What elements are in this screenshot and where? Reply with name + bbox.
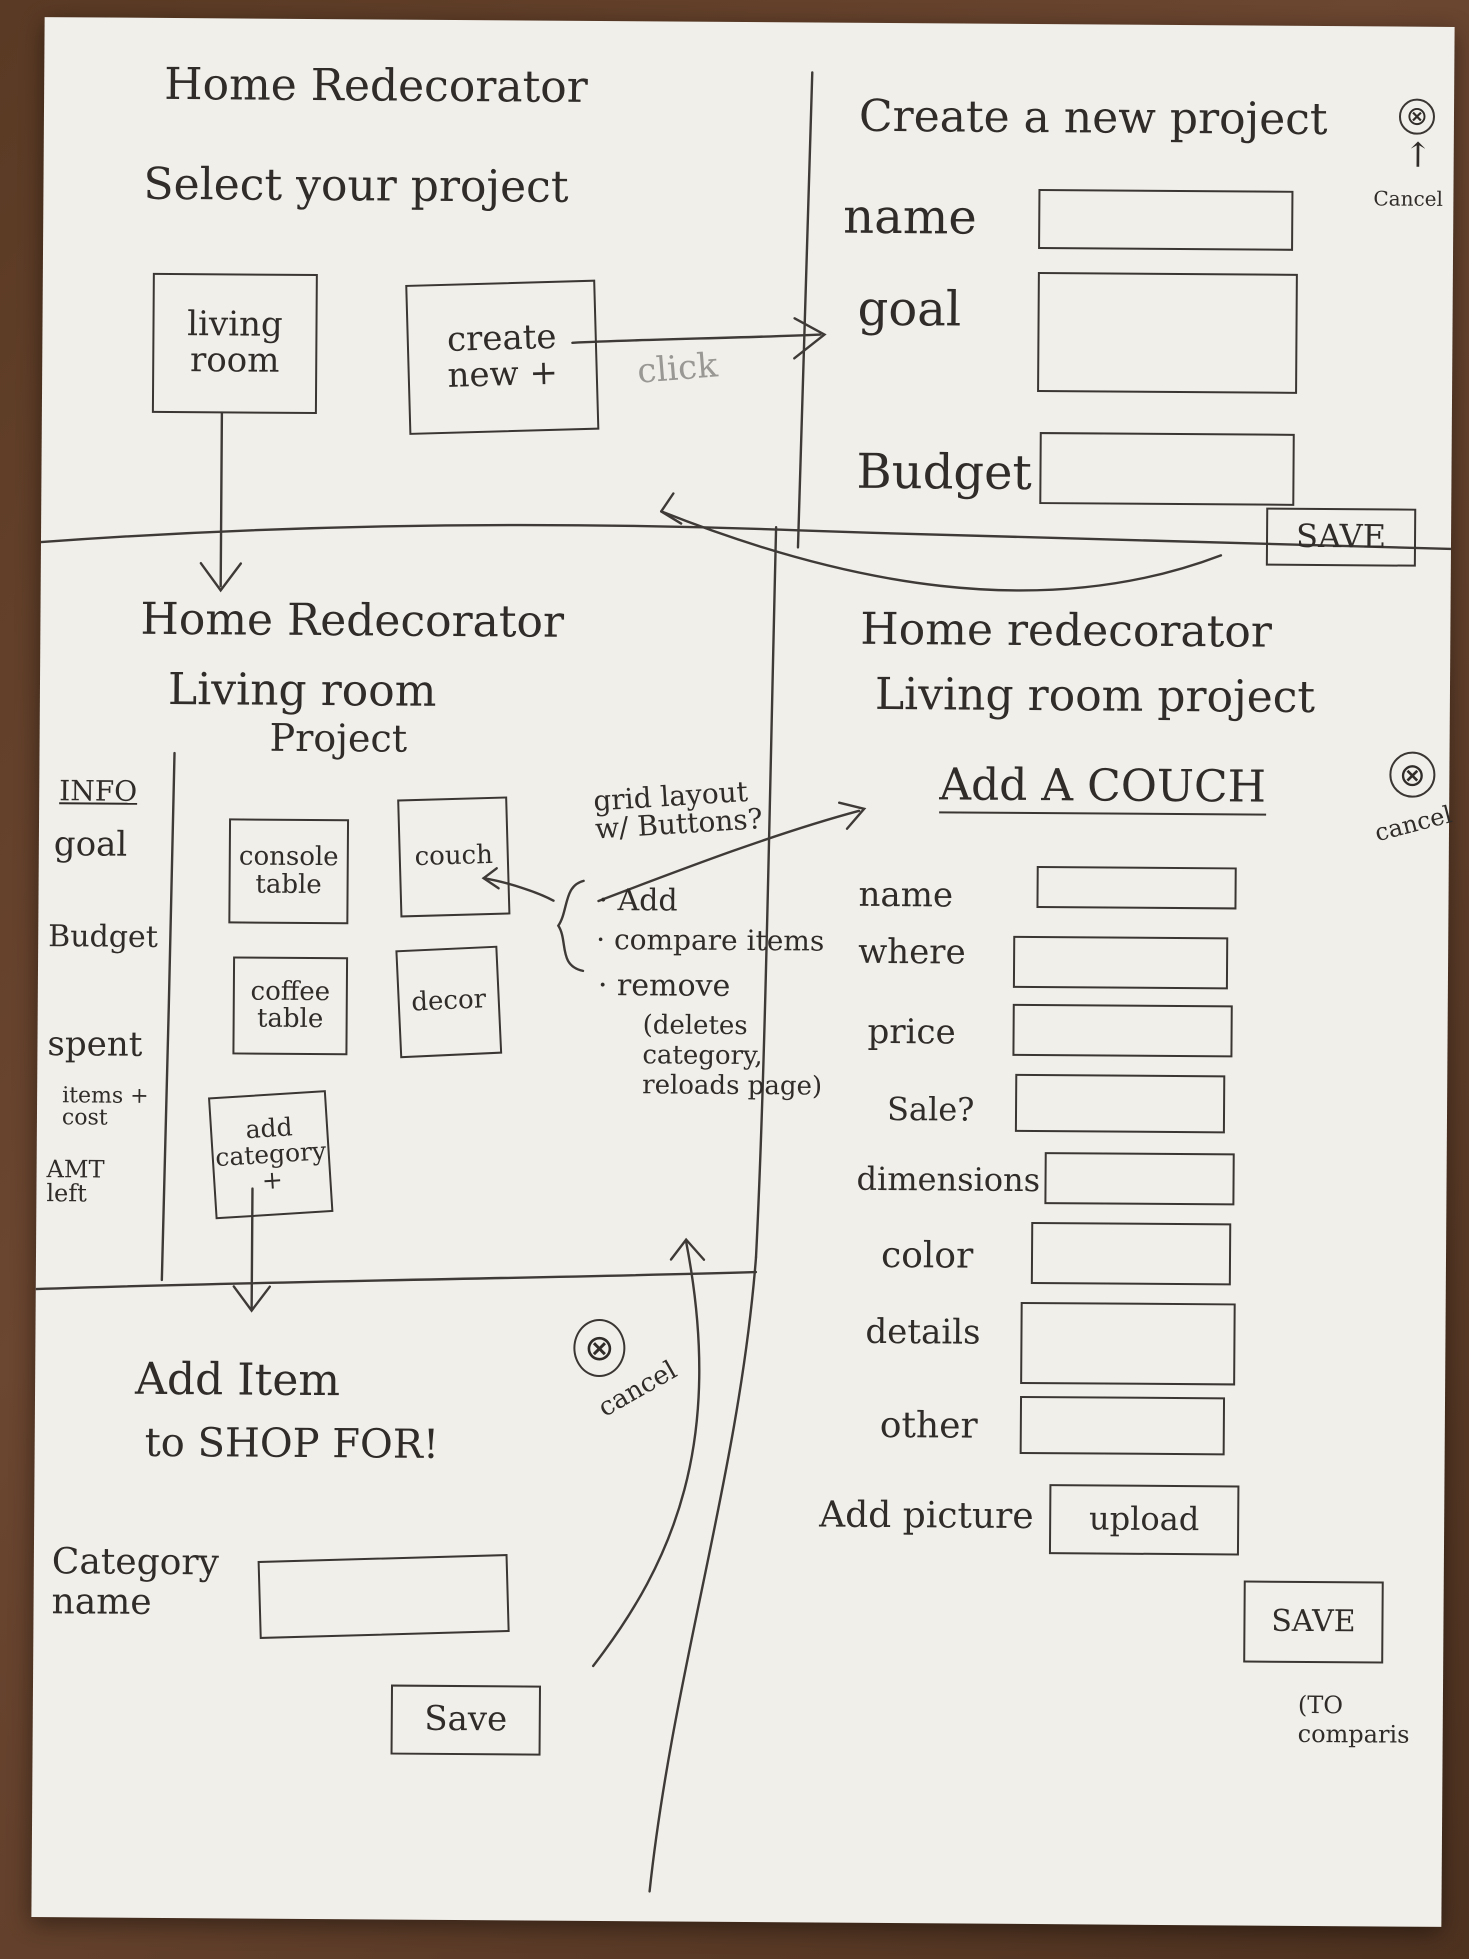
note-remove: · remove (597, 967, 731, 1004)
notes-brace (556, 879, 585, 973)
arrow-create-new (571, 333, 822, 344)
name-label: name (843, 188, 977, 246)
couch-name-input[interactable] (1036, 866, 1237, 910)
couch-color-input[interactable] (1030, 1222, 1232, 1286)
close-icon[interactable]: ⊗ (1389, 751, 1436, 798)
couch-where-input[interactable] (1012, 935, 1229, 990)
note-add: · Add (598, 882, 678, 919)
picture-label: Add picture (819, 1494, 1034, 1538)
note-remove-detail: (deletes category, reloads page) (642, 1010, 823, 1102)
info-heading: INFO (59, 774, 138, 808)
category-coffee-table-button[interactable]: coffee table (232, 956, 349, 1056)
field-label-details: details (865, 1311, 981, 1353)
couch-subtitle: Living room project (874, 668, 1316, 723)
divider-middle-vertical (754, 526, 778, 1259)
arrow-save-back (660, 510, 1223, 592)
project-name-input[interactable] (1038, 189, 1294, 251)
save-button[interactable]: SAVE (1265, 507, 1417, 567)
couch-dimensions-input[interactable] (1044, 1152, 1235, 1206)
save-note: (TO comparis (1297, 1690, 1410, 1749)
create-new-button[interactable]: create new + (405, 279, 600, 435)
info-amt-left: AMT left (46, 1155, 105, 1208)
arrow-living-room (219, 412, 224, 588)
click-note: click (635, 345, 720, 392)
divider-lower-horizontal (34, 1270, 758, 1291)
page-heading: Select your project (143, 158, 569, 213)
add-item-title-line2: to SHOP FOR! (144, 1419, 440, 1468)
project-goal-input[interactable] (1037, 272, 1298, 394)
create-project-title: Create a new project (858, 90, 1328, 146)
couch-price-input[interactable] (1012, 1003, 1233, 1058)
field-label-other: other (879, 1404, 978, 1447)
close-icon[interactable]: ⊗ (573, 1318, 626, 1378)
cancel-link[interactable]: Cancel (1373, 186, 1444, 211)
project-subtitle-line2: Project (269, 715, 408, 761)
couch-app-title: Home redecorator (860, 603, 1273, 658)
arrow-add-to-couch (597, 809, 861, 903)
field-label-sale: Sale? (886, 1090, 975, 1129)
sketch-lines (34, 71, 1453, 1893)
info-spent: spent (47, 1024, 143, 1065)
paper-sketch: Home Redecorator Select your project liv… (31, 17, 1455, 1927)
couch-heading: Add A COUCH (939, 759, 1266, 816)
close-icon[interactable]: ⊗ (1398, 98, 1436, 135)
category-decor-button[interactable]: decor (395, 945, 503, 1059)
field-label-dimensions: dimensions (856, 1159, 1041, 1200)
upload-button[interactable]: upload (1048, 1484, 1240, 1556)
arrow-couch-notes (482, 876, 555, 902)
info-goal: goal (53, 824, 128, 865)
category-name-input[interactable] (257, 1554, 510, 1639)
info-column-line (160, 751, 176, 1282)
field-label-where: where (858, 931, 966, 973)
app-title: Home Redecorator (164, 58, 588, 113)
couch-other-input[interactable] (1019, 1395, 1226, 1456)
category-name-label: Category name (51, 1541, 220, 1623)
divider-bottom-vertical (648, 1255, 758, 1893)
info-items-cost: items + cost (61, 1083, 149, 1131)
category-couch-button[interactable]: couch (397, 796, 511, 918)
divider-middle-horizontal (39, 523, 1453, 551)
field-label-name: name (858, 874, 954, 916)
add-item-title-line1: Add Item (134, 1353, 341, 1407)
category-console-table-button[interactable]: console table (228, 818, 350, 925)
save-button[interactable]: Save (390, 1684, 542, 1756)
field-label-color: color (880, 1234, 974, 1277)
field-label-price: price (867, 1011, 956, 1053)
couch-details-input[interactable] (1020, 1301, 1236, 1386)
note-grid-layout: grid layout w/ Buttons? (592, 774, 764, 846)
project-subtitle-line1: Living room (167, 663, 437, 717)
project-app-title: Home Redecorator (140, 593, 565, 648)
arrow-add-category (250, 1187, 254, 1310)
add-category-button[interactable]: add category + (207, 1090, 334, 1220)
budget-label: Budget (856, 443, 1033, 502)
living-room-button[interactable]: living room (151, 272, 318, 415)
project-budget-input[interactable] (1039, 432, 1295, 506)
arrow-add-item-back (591, 1240, 701, 1668)
save-button[interactable]: SAVE (1243, 1580, 1384, 1664)
couch-sale-input[interactable] (1014, 1073, 1226, 1134)
goal-label: goal (857, 280, 962, 338)
note-compare-items: · compare items (596, 922, 825, 958)
divider-top-vertical (796, 71, 814, 549)
cancel-arrow-icon: ↑ (1403, 135, 1433, 176)
info-budget: Budget (48, 919, 158, 955)
